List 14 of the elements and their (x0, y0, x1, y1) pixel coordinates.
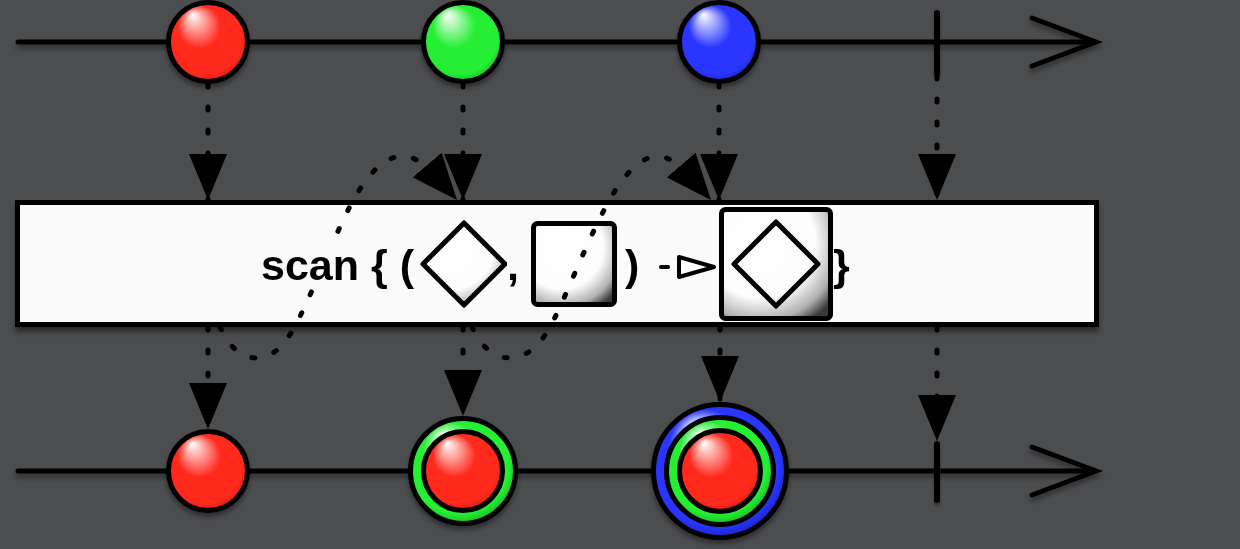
marble (166, 429, 250, 513)
curved-dashed-arrow (469, 152, 714, 361)
marble (421, 0, 505, 84)
dashed-arrow (444, 81, 482, 203)
completion-bar (934, 441, 940, 503)
curved-dashed-arrow (217, 152, 460, 361)
ringed-marble (651, 402, 789, 540)
marble (677, 0, 761, 84)
completion-bar (934, 10, 940, 76)
dashed-arrow (700, 81, 738, 203)
dashed-arrow (189, 81, 227, 203)
marble (166, 0, 250, 84)
ringed-marble (408, 416, 518, 526)
operator-box (15, 200, 1099, 327)
